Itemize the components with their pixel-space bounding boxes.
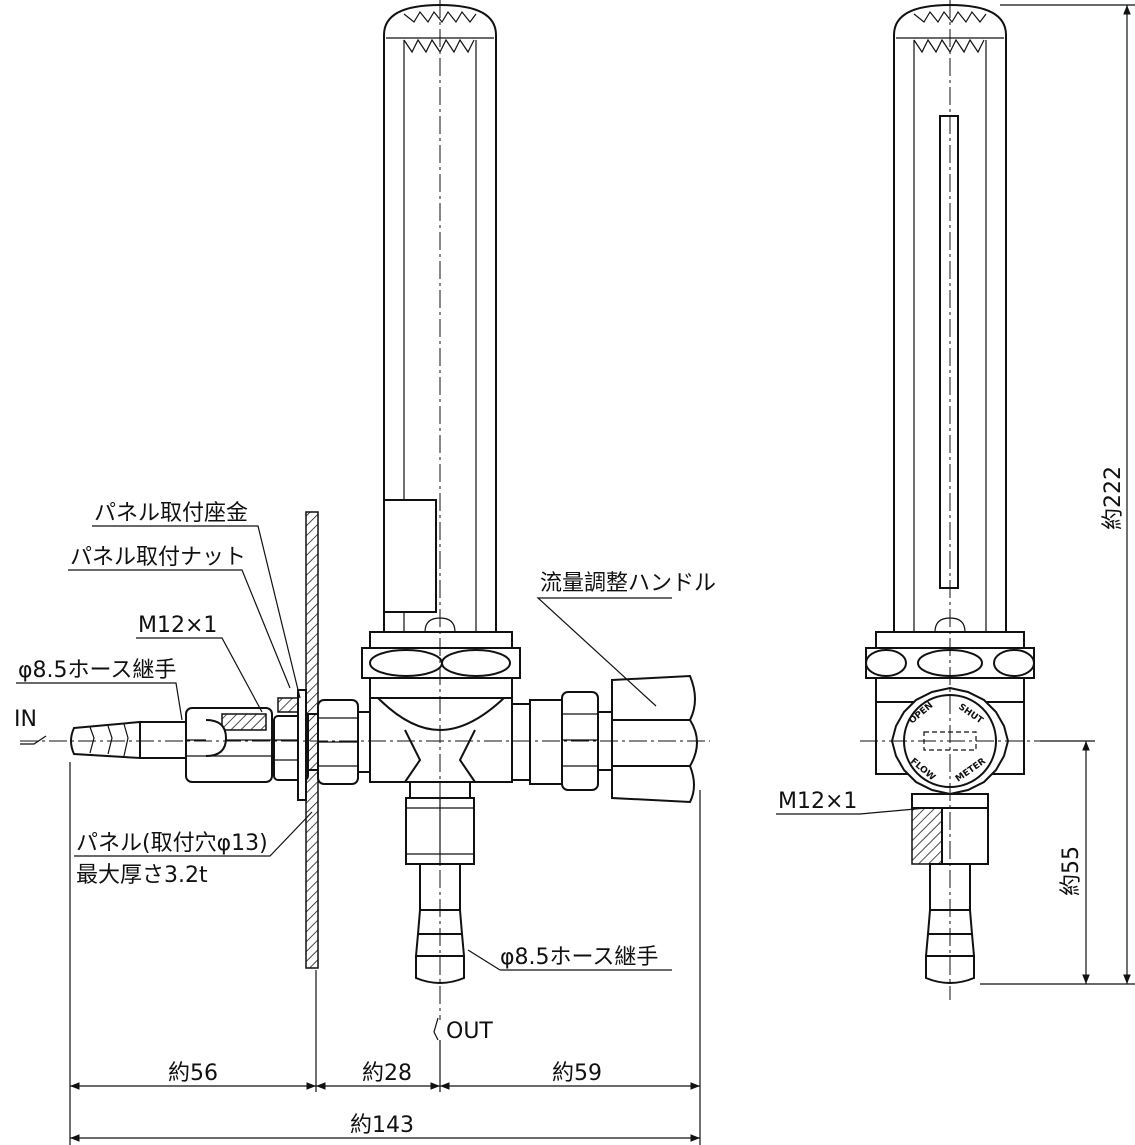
label-panel-hole: パネル(取付穴φ13) bbox=[76, 831, 268, 856]
dim-59: 約59 bbox=[552, 1061, 602, 1086]
label-hose-inlet: φ8.5ホース継手 bbox=[18, 658, 176, 683]
meter-body-front bbox=[361, 631, 521, 783]
flow-tube-side bbox=[893, 3, 1007, 633]
label-thread-front: M12×1 bbox=[138, 613, 217, 638]
dim-55: 約55 bbox=[1059, 846, 1084, 896]
flow-tube-front bbox=[383, 3, 497, 633]
dim-56: 約56 bbox=[168, 1061, 218, 1086]
dim-222: 約222 bbox=[1101, 466, 1126, 530]
panel-front bbox=[305, 511, 319, 969]
label-panel-nut: パネル取付ナット bbox=[70, 545, 246, 570]
dimension-text: 約56 約28 約59 約143 約222 約55 bbox=[168, 466, 1126, 1138]
label-in: IN bbox=[14, 707, 37, 732]
dim-143: 約143 bbox=[350, 1113, 414, 1138]
label-panel-thickness: 最大厚さ3.2t bbox=[76, 863, 208, 888]
dimension-lines bbox=[69, 4, 1135, 1145]
label-out: OUT bbox=[446, 1019, 493, 1044]
inlet-side-front bbox=[70, 689, 371, 801]
front-view bbox=[20, 0, 710, 1020]
dim-28: 約28 bbox=[362, 1061, 412, 1086]
label-thread-side: M12×1 bbox=[778, 789, 857, 814]
label-hose-outlet: φ8.5ホース継手 bbox=[500, 945, 658, 970]
label-flow-handle: 流量調整ハンドル bbox=[540, 571, 716, 596]
handle-front bbox=[511, 674, 698, 804]
leader-lines bbox=[16, 525, 927, 1041]
labels: パネル取付座金 パネル取付ナット M12×1 φ8.5ホース継手 IN パネル(… bbox=[14, 501, 857, 1044]
side-view: OPEN SHUT FLOW METER bbox=[860, 0, 1040, 1000]
label-panel-washer: パネル取付座金 bbox=[94, 501, 248, 526]
